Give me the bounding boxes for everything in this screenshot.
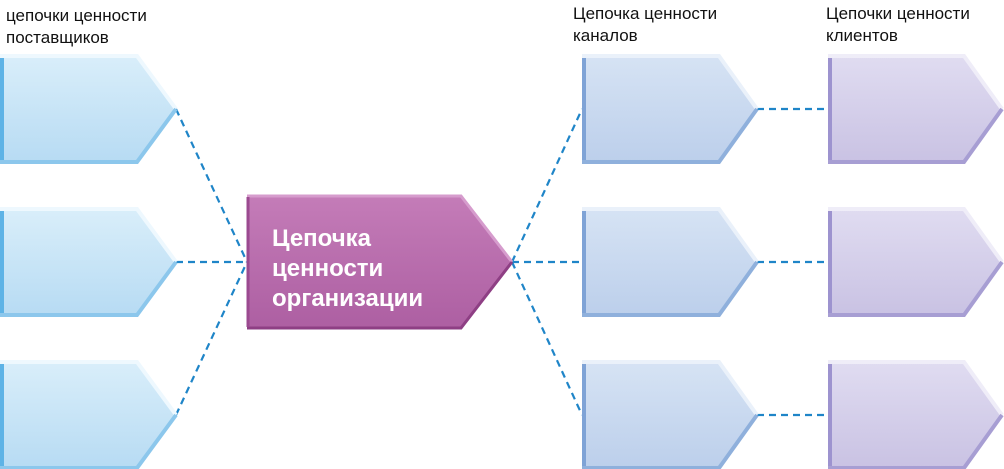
organization-chain-label: Цепочка ценности организации	[272, 225, 424, 312]
clients-heading: Цепочки ценности клиентов	[826, 4, 970, 45]
connector-supplier-1	[175, 108, 248, 263]
organization-chain	[246, 194, 514, 330]
supplier-chain-3	[0, 360, 178, 469]
suppliers-heading: цепочки ценности поставщиков	[6, 6, 147, 47]
channels-heading: Цепочка ценности каналов	[573, 4, 718, 45]
client-chain-1	[828, 54, 1004, 164]
supplier-chain-2	[0, 207, 178, 317]
connector-channel-3	[510, 261, 584, 416]
channel-chain-3	[582, 360, 759, 469]
client-chain-2	[828, 207, 1004, 317]
supplier-chain-1	[0, 54, 178, 164]
connectors	[175, 107, 828, 417]
connector-channel-1	[510, 108, 584, 263]
connector-supplier-3	[175, 261, 248, 416]
channel-chain-1	[582, 54, 759, 164]
client-chain-3	[828, 360, 1004, 469]
channel-chain-2	[582, 207, 759, 317]
